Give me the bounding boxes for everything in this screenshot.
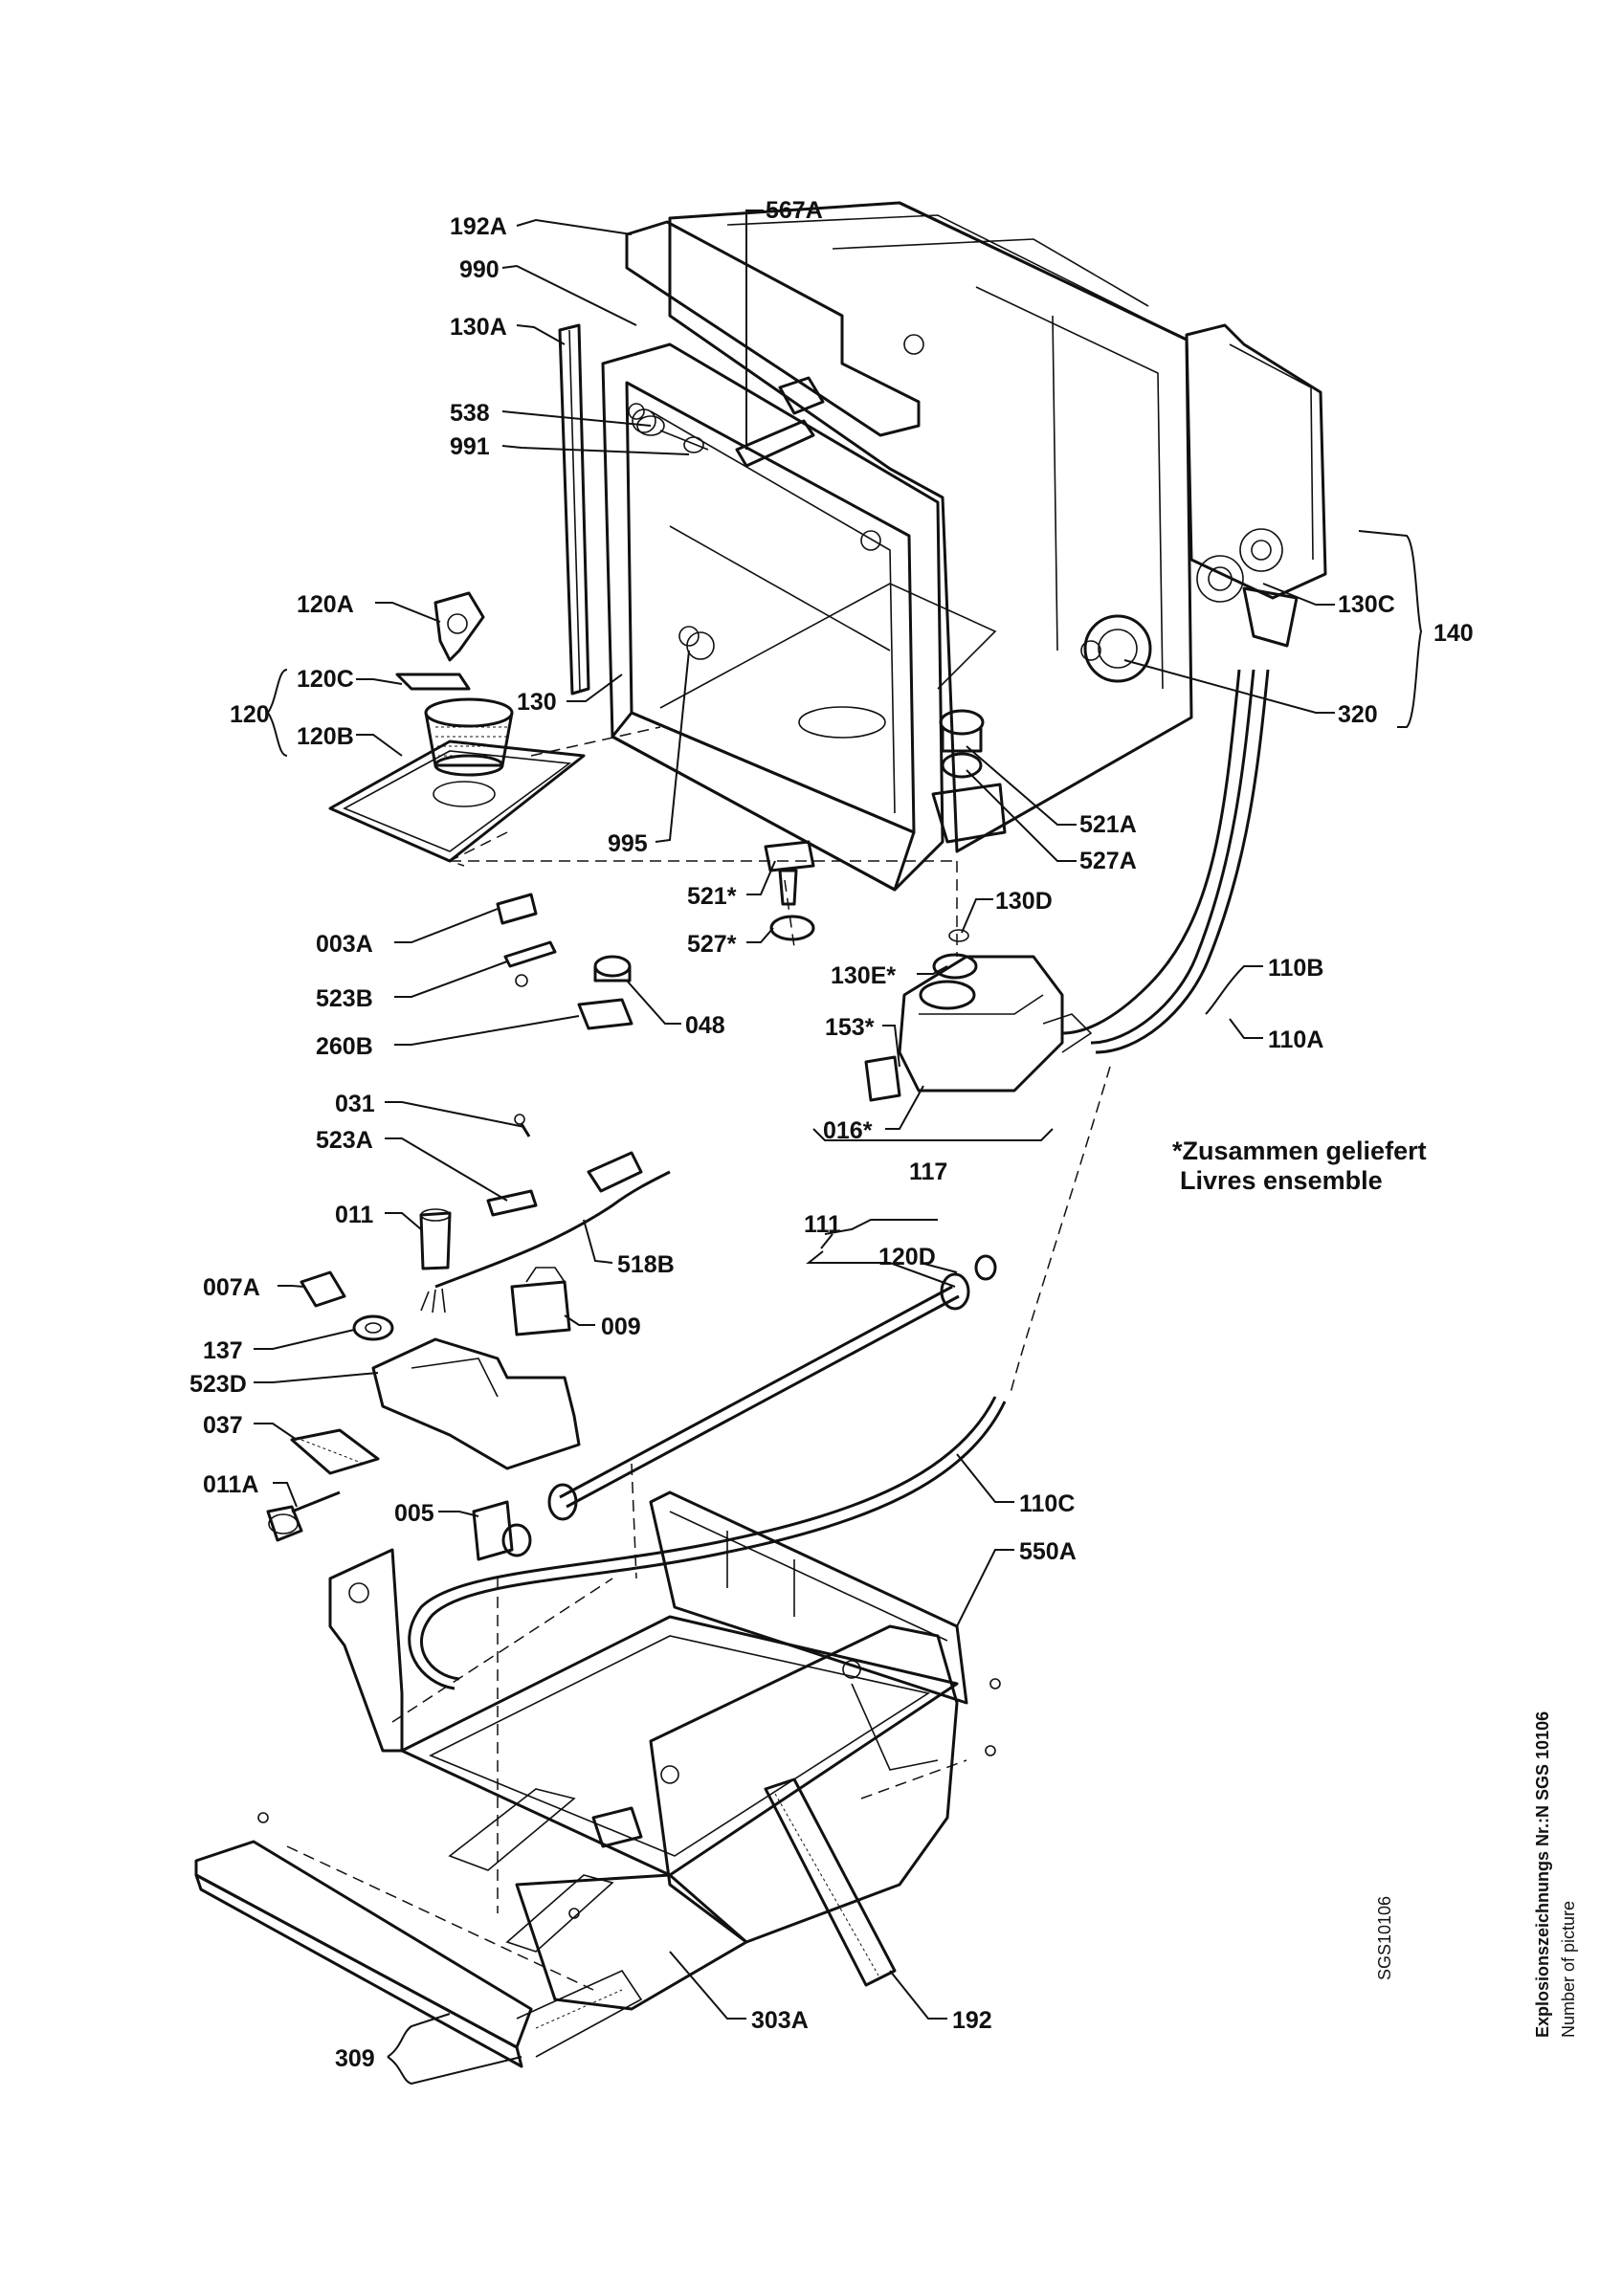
label-990: 990 xyxy=(459,256,500,283)
label-111: 111 xyxy=(804,1211,841,1238)
tub-assembly xyxy=(558,201,1327,1054)
label-016s: 016* xyxy=(823,1117,873,1144)
label-037: 037 xyxy=(203,1412,243,1439)
sump-and-pump xyxy=(764,840,1093,1141)
picture-number-code: SGS10106 xyxy=(1375,1896,1394,1980)
label-538: 538 xyxy=(450,400,490,427)
label-523D: 523D xyxy=(189,1371,247,1398)
label-120A: 120A xyxy=(297,591,354,618)
label-120D: 120D xyxy=(878,1244,936,1270)
footnote-line2: Livres ensemble xyxy=(1180,1166,1383,1195)
label-153s: 153* xyxy=(825,1014,875,1041)
spray-arm-tube xyxy=(408,1254,1007,1690)
label-048: 048 xyxy=(685,1012,725,1039)
label-523A: 523A xyxy=(316,1127,373,1154)
label-527s: 527* xyxy=(687,931,737,958)
label-550A: 550A xyxy=(1019,1538,1077,1565)
label-320: 320 xyxy=(1338,701,1378,728)
label-130D: 130D xyxy=(995,888,1053,915)
filter-assembly xyxy=(328,591,586,863)
label-110B: 110B xyxy=(1268,955,1323,982)
label-521s: 521* xyxy=(687,883,737,910)
label-192: 192 xyxy=(952,2007,992,2034)
small-parts-left xyxy=(266,893,671,1542)
label-003A: 003A xyxy=(316,931,373,958)
label-260B: 260B xyxy=(316,1033,373,1060)
number-of-picture-caption: Number of picture xyxy=(1559,1901,1578,2038)
label-011A: 011A xyxy=(203,1471,258,1498)
label-110A: 110A xyxy=(1268,1027,1323,1053)
label-567A: 567A xyxy=(766,197,823,224)
label-991: 991 xyxy=(450,433,490,460)
label-527A: 527A xyxy=(1079,848,1137,874)
footnote-line1: *Zusammen geliefert xyxy=(1172,1137,1427,1165)
footnote: *Zusammen geliefert Livres ensemble xyxy=(1172,1137,1427,1195)
label-120: 120 xyxy=(230,701,270,728)
label-120B: 120B xyxy=(297,723,354,750)
label-130C: 130C xyxy=(1338,591,1395,618)
label-137: 137 xyxy=(203,1337,243,1364)
part-labels: 192A 990 130A 538 991 567A 120A 120C 120… xyxy=(189,197,1474,2072)
label-130: 130 xyxy=(517,689,557,716)
explosion-drawing-title: Explosionszeichnungs Nr.:N SGS 10106 xyxy=(1533,1711,1552,2038)
label-011: 011 xyxy=(335,1202,373,1228)
label-309: 309 xyxy=(335,2045,375,2072)
label-007A: 007A xyxy=(203,1274,260,1301)
label-005: 005 xyxy=(394,1500,434,1527)
label-303A: 303A xyxy=(751,2007,809,2034)
label-130A: 130A xyxy=(450,314,507,341)
label-120C: 120C xyxy=(297,666,354,693)
label-117: 117 xyxy=(909,1159,947,1185)
leader-lines xyxy=(254,210,1423,2086)
label-009: 009 xyxy=(601,1314,641,1340)
label-995: 995 xyxy=(608,830,648,857)
assembly-dash-lines xyxy=(286,726,1111,1991)
base-frame xyxy=(194,1490,1001,2068)
label-518B: 518B xyxy=(617,1251,675,1278)
label-523B: 523B xyxy=(316,985,373,1012)
label-130Es: 130E* xyxy=(831,962,896,989)
label-192A: 192A xyxy=(450,213,507,240)
label-031: 031 xyxy=(335,1091,375,1117)
label-110C: 110C xyxy=(1019,1490,1075,1517)
label-521A: 521A xyxy=(1079,811,1137,838)
label-140: 140 xyxy=(1433,620,1474,647)
